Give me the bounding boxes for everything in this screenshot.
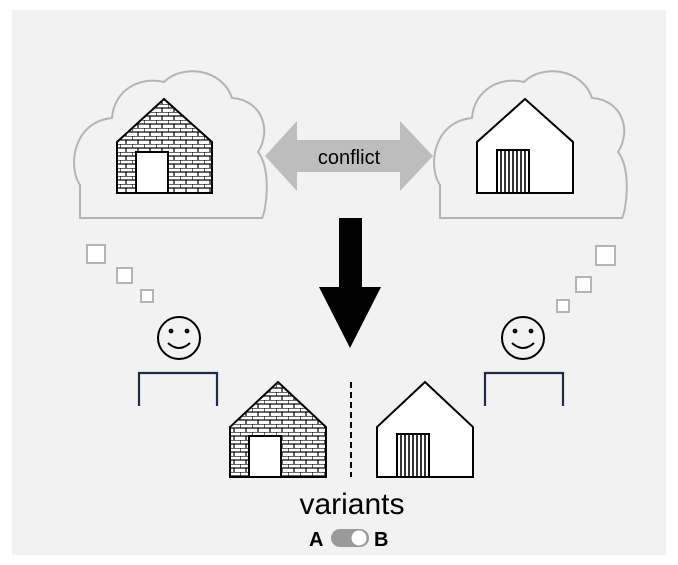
right-thought-bubbles [556,245,616,313]
toggle-label-a: A [309,529,323,551]
smiley-face-icon [501,316,545,360]
toggle-label-b: B [374,529,388,551]
right-thought-cloud [433,70,628,219]
variants-label: variants [299,488,404,521]
right-person [483,316,565,406]
plain-house-icon [476,97,574,194]
smiley-face-icon [157,316,201,360]
variant-a-brick-house-icon [229,380,327,478]
desk-icon [137,371,219,406]
merge-down-arrow [319,218,381,348]
brick-house-icon [116,97,213,194]
left-thought-bubbles [86,244,154,303]
toggle-knob[interactable] [351,530,367,546]
desk-icon [483,371,565,406]
conflict-label: conflict [318,147,381,169]
variant-b-plain-house-icon [376,380,474,478]
left-person [137,316,219,406]
left-thought-cloud [73,70,268,219]
conflict-double-arrow: conflict [265,121,433,191]
variant-toggle[interactable]: A B [309,529,388,551]
